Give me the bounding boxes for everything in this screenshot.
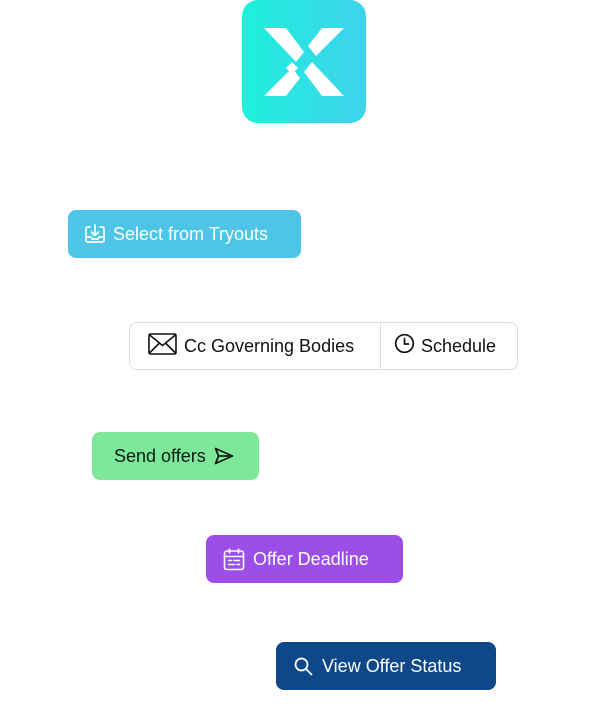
app-logo: [242, 0, 366, 123]
schedule-button[interactable]: Schedule: [381, 323, 517, 369]
offer-deadline-label: Offer Deadline: [253, 548, 369, 569]
x-logo-icon: [264, 27, 344, 96]
select-from-tryouts-label: Select from Tryouts: [113, 223, 269, 244]
view-offer-status-button[interactable]: View Offer Status: [276, 642, 496, 690]
schedule-label: Schedule: [421, 335, 497, 356]
cc-governing-bodies-button[interactable]: Cc Governing Bodies: [130, 323, 381, 369]
clock-icon: [394, 333, 415, 359]
cc-schedule-button-group: Cc Governing Bodies Schedule: [129, 322, 518, 370]
envelope-icon: [148, 332, 177, 360]
send-offers-label: Send offers: [114, 445, 206, 466]
cc-governing-bodies-label: Cc Governing Bodies: [184, 335, 355, 356]
view-offer-status-label: View Offer Status: [322, 655, 462, 676]
send-arrow-icon: [214, 447, 234, 465]
download-tray-icon: [84, 224, 106, 244]
offer-deadline-button[interactable]: Offer Deadline: [206, 535, 403, 583]
send-offers-button[interactable]: Send offers: [92, 432, 259, 480]
calendar-icon: [223, 547, 245, 571]
select-from-tryouts-button[interactable]: Select from Tryouts: [68, 210, 301, 258]
search-icon: [294, 657, 313, 676]
